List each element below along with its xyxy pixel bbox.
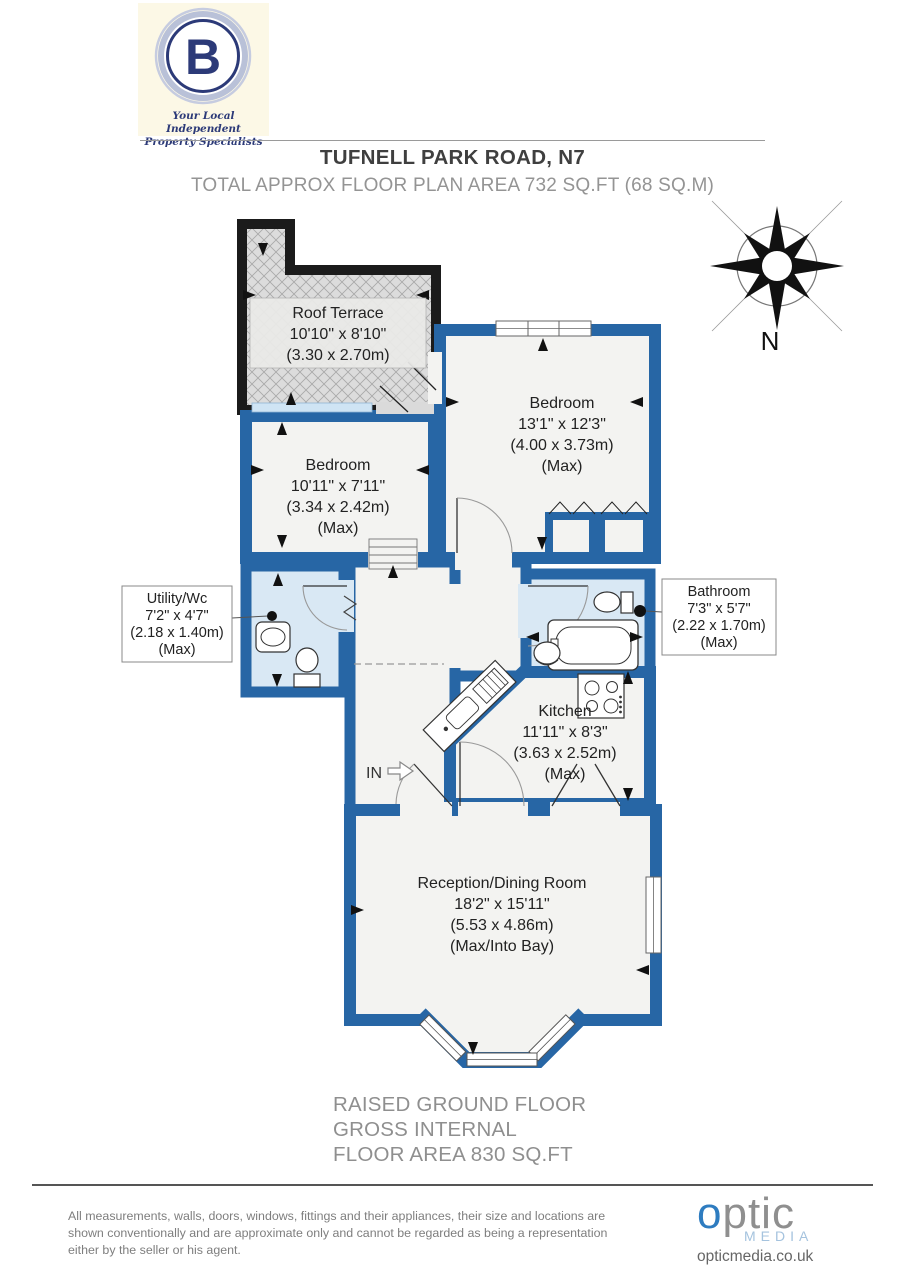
kitchen-door-leaf	[594, 763, 621, 807]
entrance-arrow-icon	[387, 760, 415, 782]
kitchen-max: (Max)	[545, 766, 586, 783]
folding-door-icon	[600, 501, 648, 515]
bedroom-rear-dims-m: (4.00 x 3.73m)	[510, 437, 613, 454]
terrace-door-leaf	[379, 385, 409, 413]
kitchen-dims-m: (3.63 x 2.52m)	[513, 745, 616, 762]
logo-tagline-line2: Property Specialists	[144, 136, 263, 148]
hall-details	[342, 538, 444, 665]
reception-name: Reception/Dining Room	[418, 875, 587, 892]
optic-o: o	[697, 1189, 723, 1238]
header-divider	[140, 140, 765, 141]
optic-media-logo: optic MEDIA opticmedia.co.uk	[697, 1192, 887, 1266]
roof-terrace-dims-ft: 10'10" x 8'10"	[290, 326, 387, 343]
compass-rose-icon: N	[710, 200, 844, 356]
wardrobes	[545, 501, 651, 560]
entrance-marker: IN	[366, 760, 415, 782]
optic-url: opticmedia.co.uk	[697, 1248, 814, 1265]
utility-name: Utility/Wc	[147, 591, 207, 607]
room-bedroom-middle	[240, 410, 440, 564]
room-inner-lobby	[449, 556, 532, 682]
bedroom-middle-dims-m: (3.34 x 2.42m)	[286, 499, 389, 516]
kitchen-dims-ft: 11'11" x 8'3"	[522, 724, 607, 741]
compass-north-label: N	[761, 326, 780, 356]
bathroom-max: (Max)	[700, 635, 737, 651]
entrance-door-leaf	[413, 763, 453, 807]
entrance-door-arc	[395, 763, 415, 805]
reception-max: (Max/Into Bay)	[450, 938, 554, 955]
reception-dims-ft: 18'2" x 15'11"	[454, 896, 549, 913]
terrace-window	[251, 402, 373, 413]
floor-summary-line2: GROSS INTERNAL	[333, 1118, 517, 1141]
bathroom-callout: Bathroom 7'3" x 5'7" (2.22 x 1.70m) (Max…	[634, 578, 777, 656]
floor-summary-line3: FLOOR AREA 830 SQ.FT	[333, 1143, 573, 1166]
entrance-label: IN	[366, 765, 382, 782]
disclaimer-text: All measurements, walls, doors, windows,…	[68, 1209, 608, 1257]
logo-tagline-line1: Your Local Independent	[166, 110, 241, 135]
bathroom-toilet	[593, 591, 621, 613]
roof-terrace-dims-m: (3.30 x 2.70m)	[286, 347, 389, 364]
utility-toilet	[295, 647, 319, 673]
bedroom-middle-max: (Max)	[318, 520, 359, 537]
utility-max: (Max)	[158, 642, 195, 658]
agency-logo: B Your Local Independent Property Specia…	[138, 3, 269, 148]
kitchen-door-leaf	[551, 763, 578, 807]
kitchen-sink-unit	[422, 659, 517, 753]
bedroom-rear-max: (Max)	[542, 458, 583, 475]
windows	[251, 320, 662, 954]
room-labels: Roof Terrace 10'10" x 8'10" (3.30 x 2.70…	[249, 297, 617, 955]
bedroom-middle-name: Bedroom	[306, 457, 371, 474]
logo-tagline: Your Local Independent Property Speciali…	[138, 110, 269, 149]
break-line	[342, 595, 358, 621]
reception-door-arc	[459, 741, 525, 807]
folding-door-icon	[548, 501, 596, 515]
title-block: TUFNELL PARK ROAD, N7 TOTAL APPROX FLOOR…	[0, 146, 905, 197]
reception-dims-m: (5.53 x 4.86m)	[450, 917, 553, 934]
bathroom-basin	[533, 641, 561, 665]
fixtures	[255, 591, 639, 753]
utility-dims-ft: 7'2" x 4'7"	[145, 608, 208, 624]
bathroom-dims-m: (2.22 x 1.70m)	[672, 618, 766, 634]
floor-summary-line1: RAISED GROUND FLOOR	[333, 1093, 587, 1116]
optic-rest: ptic	[722, 1189, 795, 1238]
bedroom-door-arc	[456, 497, 513, 554]
page-title: TUFNELL PARK ROAD, N7	[319, 146, 586, 169]
optic-media-label: MEDIA	[744, 1228, 814, 1244]
logo-letter: B	[185, 29, 221, 85]
utility-callout: Utility/Wc 7'2" x 4'7" (2.18 x 1.40m) (M…	[121, 585, 277, 663]
steps	[368, 538, 418, 570]
bay-window	[414, 1008, 590, 1068]
floor-summary: RAISED GROUND FLOOR GROSS INTERNAL FLOOR…	[333, 1092, 586, 1167]
roof-terrace-name: Roof Terrace	[292, 305, 383, 322]
bathroom-name: Bathroom	[688, 584, 751, 600]
bedroom-rear-name: Bedroom	[530, 395, 595, 412]
bedroom-middle-dims-ft: 10'11" x 7'11"	[291, 478, 385, 495]
optic-wordmark: optic	[697, 1192, 887, 1236]
bedroom-rear-dims-ft: 13'1" x 12'3"	[518, 416, 606, 433]
utility-door-arc	[302, 585, 348, 631]
room-reception	[344, 804, 662, 1026]
page-subtitle: TOTAL APPROX FLOOR PLAN AREA 732 SQ.FT (…	[190, 175, 715, 196]
footer-divider	[32, 1184, 873, 1186]
kitchen-name: Kitchen	[538, 703, 591, 720]
floor-plan: N	[121, 200, 844, 1068]
bathroom-dims-ft: 7'3" x 5'7"	[687, 601, 750, 617]
agency-logo-emblem: B	[154, 7, 252, 105]
utility-dims-m: (2.18 x 1.40m)	[130, 625, 224, 641]
